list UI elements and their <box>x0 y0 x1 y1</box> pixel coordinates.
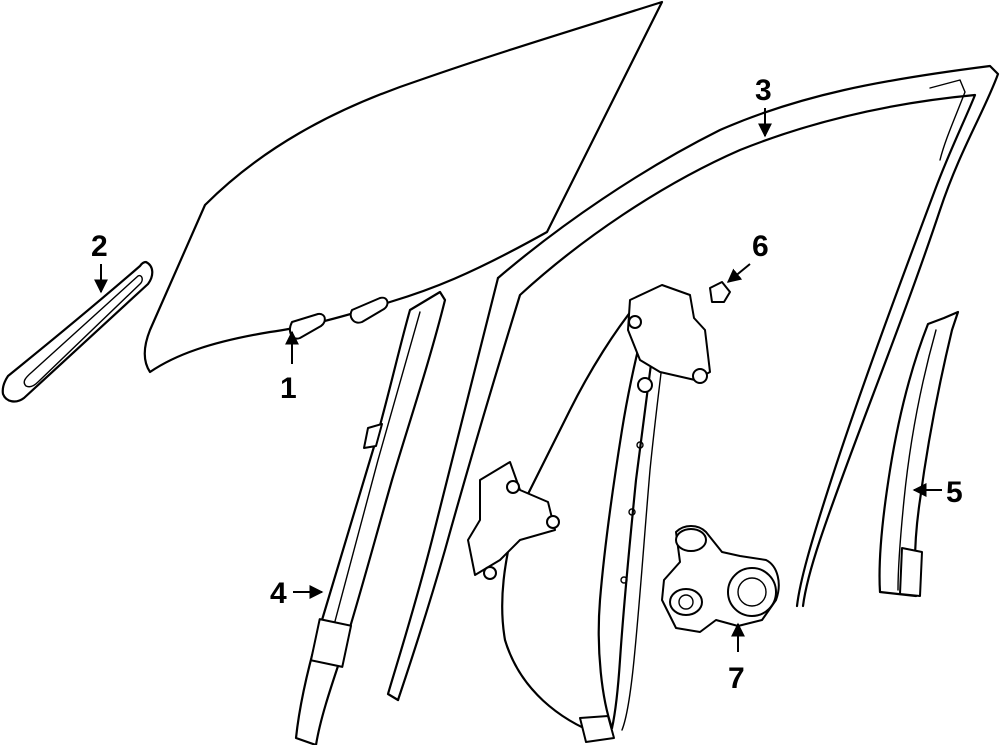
callout-label-1: 1 <box>280 372 297 405</box>
callout-label-3: 3 <box>755 74 772 107</box>
quarter-glass <box>1 260 154 403</box>
callout-label-2: 2 <box>91 230 108 263</box>
rear-channel <box>878 310 960 598</box>
callout-1: 1 <box>280 330 299 405</box>
callout-label-5: 5 <box>946 476 963 509</box>
front-channel <box>294 290 447 745</box>
callout-2: 2 <box>91 230 108 294</box>
regulator-bottom-pulley <box>579 715 615 743</box>
callout-3: 3 <box>755 74 772 138</box>
window-regulator <box>467 281 731 743</box>
glass-clip-rear <box>349 296 389 324</box>
callout-6: 6 <box>726 230 769 283</box>
front-channel-clip <box>363 423 383 449</box>
regulator-bolt-top <box>628 315 642 329</box>
regulator-bolt-lower-2 <box>546 515 560 529</box>
regulator-bolt-upper <box>637 377 653 393</box>
door-glass <box>143 0 664 374</box>
front-channel-bracket <box>309 618 353 668</box>
regulator-bolt-right <box>692 368 708 384</box>
regulator-bolt-lower-3 <box>483 566 497 580</box>
motor-housing <box>669 588 703 616</box>
rear-channel-bracket <box>899 547 923 597</box>
regulator-motor <box>661 525 780 633</box>
callout-5: 5 <box>912 476 963 509</box>
callout-label-6: 6 <box>752 230 769 263</box>
regulator-bolt-lower-1 <box>506 480 520 494</box>
callout-label-7: 7 <box>728 662 745 695</box>
motor-gear <box>727 567 777 617</box>
run-channel <box>386 64 1000 702</box>
callout-4: 4 <box>270 577 324 610</box>
regulator-lower-bracket <box>467 461 556 576</box>
glass-clip-front <box>289 312 326 340</box>
regulator-upper-bracket <box>627 284 711 381</box>
callout-7: 7 <box>728 622 745 695</box>
callout-label-4: 4 <box>270 577 287 610</box>
motor-cap <box>675 528 707 552</box>
bolt <box>709 281 731 303</box>
